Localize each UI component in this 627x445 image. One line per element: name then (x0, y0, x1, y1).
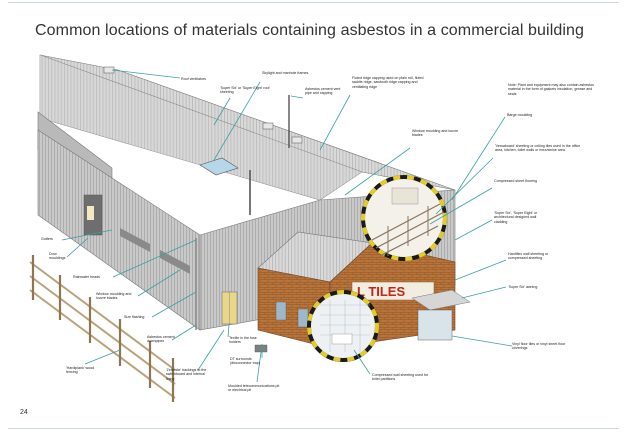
label-hardiplank: 'Hardiplank' wood fencing (66, 366, 95, 375)
shop-sign (351, 281, 435, 301)
interior-highlight-mezzanine (361, 175, 447, 261)
label-cement-vent: Asbestos cement vent pipe and capping (305, 87, 341, 96)
label-super-six-awning: 'Super Six' awning (508, 285, 538, 289)
label-hardiflex: Hardiflex wall sheeting or compressed sh… (508, 252, 549, 261)
label-downpipes: Asbestos cement downpipes (147, 335, 175, 344)
label-door-mouldings: Door mouldings (49, 252, 66, 261)
bottom-rule (8, 428, 619, 429)
label-dt-surrounds: DT surrounds (disconnector trap) (230, 357, 260, 366)
label-ridge-capping: Fluted ridge capping used on plain roll,… (352, 76, 424, 89)
fence (29, 255, 176, 402)
leader-lines (61, 69, 513, 383)
label-size-flashing: Size flashing (124, 315, 145, 319)
page-number: 24 (20, 409, 28, 416)
shop-sign-text: L TILES (357, 284, 405, 299)
shop-entrance (417, 309, 453, 341)
top-rule (8, 2, 619, 3)
annex-window (297, 308, 309, 328)
page-title: Common locations of materials containing… (35, 22, 584, 39)
label-barge-moulding: Barge moulding (507, 113, 533, 117)
skylight (199, 157, 239, 176)
label-telecom-pit: Moulded telecommunications pit or electr… (228, 384, 280, 393)
label-compressed-wall: Compressed wall sheeting used for toilet… (372, 373, 429, 382)
label-vinyl-floor: Vinyl floor tiles or vinyl sheet floor c… (512, 342, 566, 351)
label-note: Note: Plant and equipment may also conta… (508, 83, 594, 96)
telecom-pit (254, 344, 268, 353)
side-window-2 (160, 250, 190, 274)
label-gutters: Gutters (41, 237, 53, 241)
label-compressed-flooring: Compressed sheet flooring (494, 179, 537, 183)
side-window-1 (120, 228, 150, 252)
label-rainwater-heads: Rainwater heads (73, 275, 100, 279)
label-super-six-roof: 'Super Six' or 'Super Eight' roof sheeti… (220, 86, 270, 95)
label-window-moulding-side: Window moulding and louvre blades (96, 292, 132, 301)
label-zelemite: 'Zelemite' backings to the switchboard a… (166, 368, 207, 381)
label-skylight: Skylight and manhole frames (262, 71, 309, 75)
label-window-moulding-top: Window moulding and louvre blades (412, 129, 459, 138)
label-textile-fuse: Textile in the fuse holders (229, 336, 257, 345)
awning (411, 289, 471, 311)
label-roof-ventilators: Roof ventilators (181, 77, 206, 81)
label-wall-cladding: 'Super Six', 'Super Eight' or architectu… (494, 211, 538, 224)
label-versaboard: 'Versaboard' sheeting or ceiling tiles u… (495, 144, 581, 153)
roof-ventilator-2 (262, 122, 274, 130)
interior-highlight-toilet (307, 290, 379, 362)
roof-ventilator-3 (291, 136, 303, 144)
